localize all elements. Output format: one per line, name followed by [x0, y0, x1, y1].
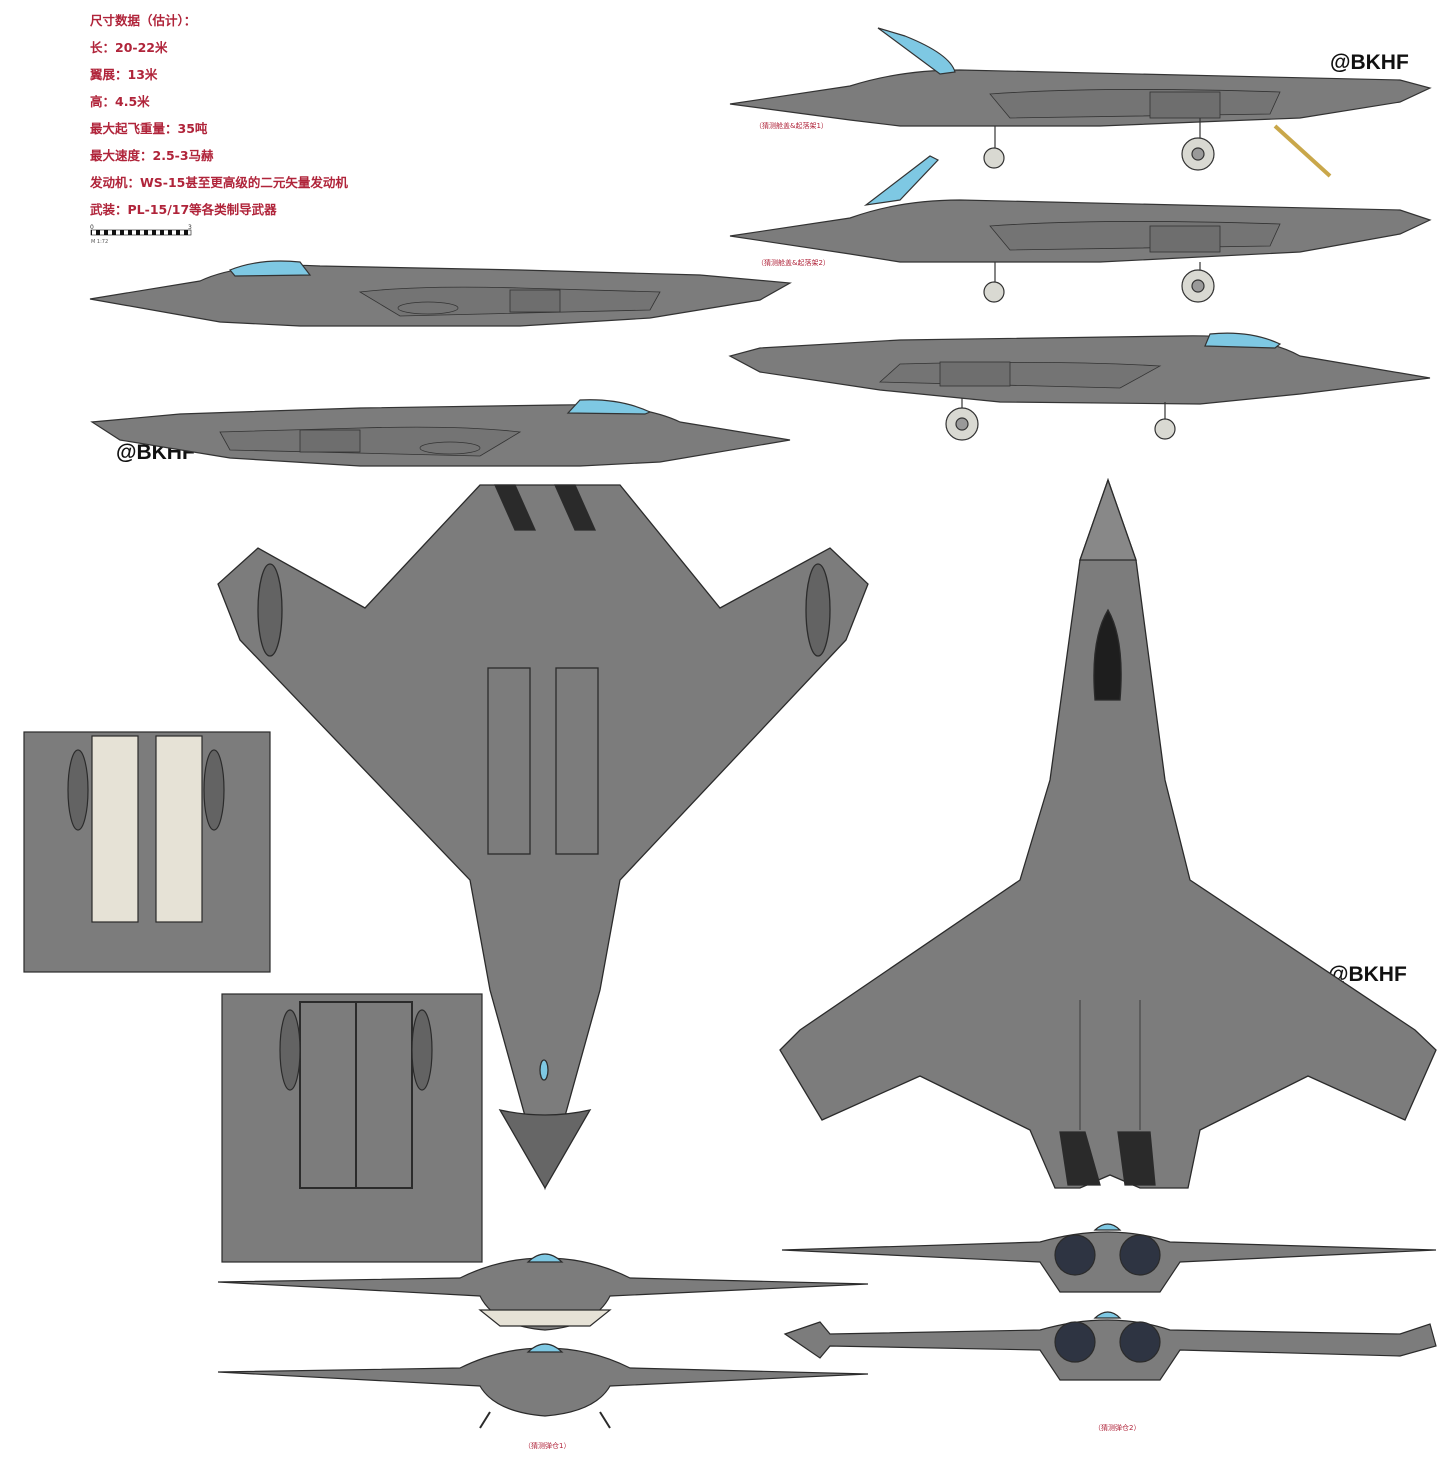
- rear-view-1: [781, 1223, 1437, 1293]
- scale-end-label: 3: [188, 224, 192, 231]
- side-view-left-facing-gear: [728, 332, 1431, 441]
- front-view-bay-open-2: [217, 1343, 869, 1429]
- spec-length: 长：20-22米: [90, 40, 168, 55]
- side-view-canopy-gear-2: [729, 155, 1432, 303]
- scale-ratio-label: M 1:72: [91, 239, 108, 245]
- weapon-bay-inset-2: [221, 993, 483, 1263]
- caption-weapon-bay-1: （猜测弹仓1）: [524, 1442, 571, 1450]
- spec-heading: 尺寸数据（估计）：: [90, 13, 197, 28]
- caption-side-view-2: （猜测舱盖&起落架2）: [757, 259, 830, 267]
- watermark: @BKHF: [1330, 51, 1409, 74]
- watermark: @BKHF: [1328, 963, 1407, 986]
- rear-view-2: [783, 1311, 1437, 1381]
- spec-speed: 最大速度：2.5-3马赫: [90, 148, 214, 163]
- side-view-left-facing: [90, 399, 791, 467]
- top-planform-view: [779, 478, 1437, 1189]
- side-view-right-facing: [89, 260, 792, 327]
- spec-mtow: 最大起飞重量：35吨: [90, 121, 208, 136]
- spec-height: 高：4.5米: [90, 94, 150, 109]
- spec-block: 尺寸数据（估计）： 长：20-22米 翼展：13米 高：4.5米 最大起飞重量：…: [90, 10, 348, 226]
- spec-span: 翼展：13米: [90, 67, 158, 82]
- bottom-planform-view: [217, 484, 869, 1191]
- spec-armament: 武装：PL-15/17等各类制导武器: [90, 202, 277, 217]
- front-view-bay-open-1: [217, 1253, 869, 1331]
- weapon-bay-inset-1: [23, 731, 271, 973]
- spec-engine: 发动机：WS-15甚至更高级的二元矢量发动机: [90, 175, 348, 190]
- scale-start-label: 0: [90, 224, 94, 231]
- scale-bar: 0 3 M 1:72: [90, 224, 192, 245]
- caption-side-view-1: （猜测舱盖&起落架1）: [755, 122, 828, 130]
- side-view-canopy-gear-1: [729, 27, 1432, 178]
- caption-weapon-bay-2: （猜测弹仓2）: [1094, 1424, 1141, 1432]
